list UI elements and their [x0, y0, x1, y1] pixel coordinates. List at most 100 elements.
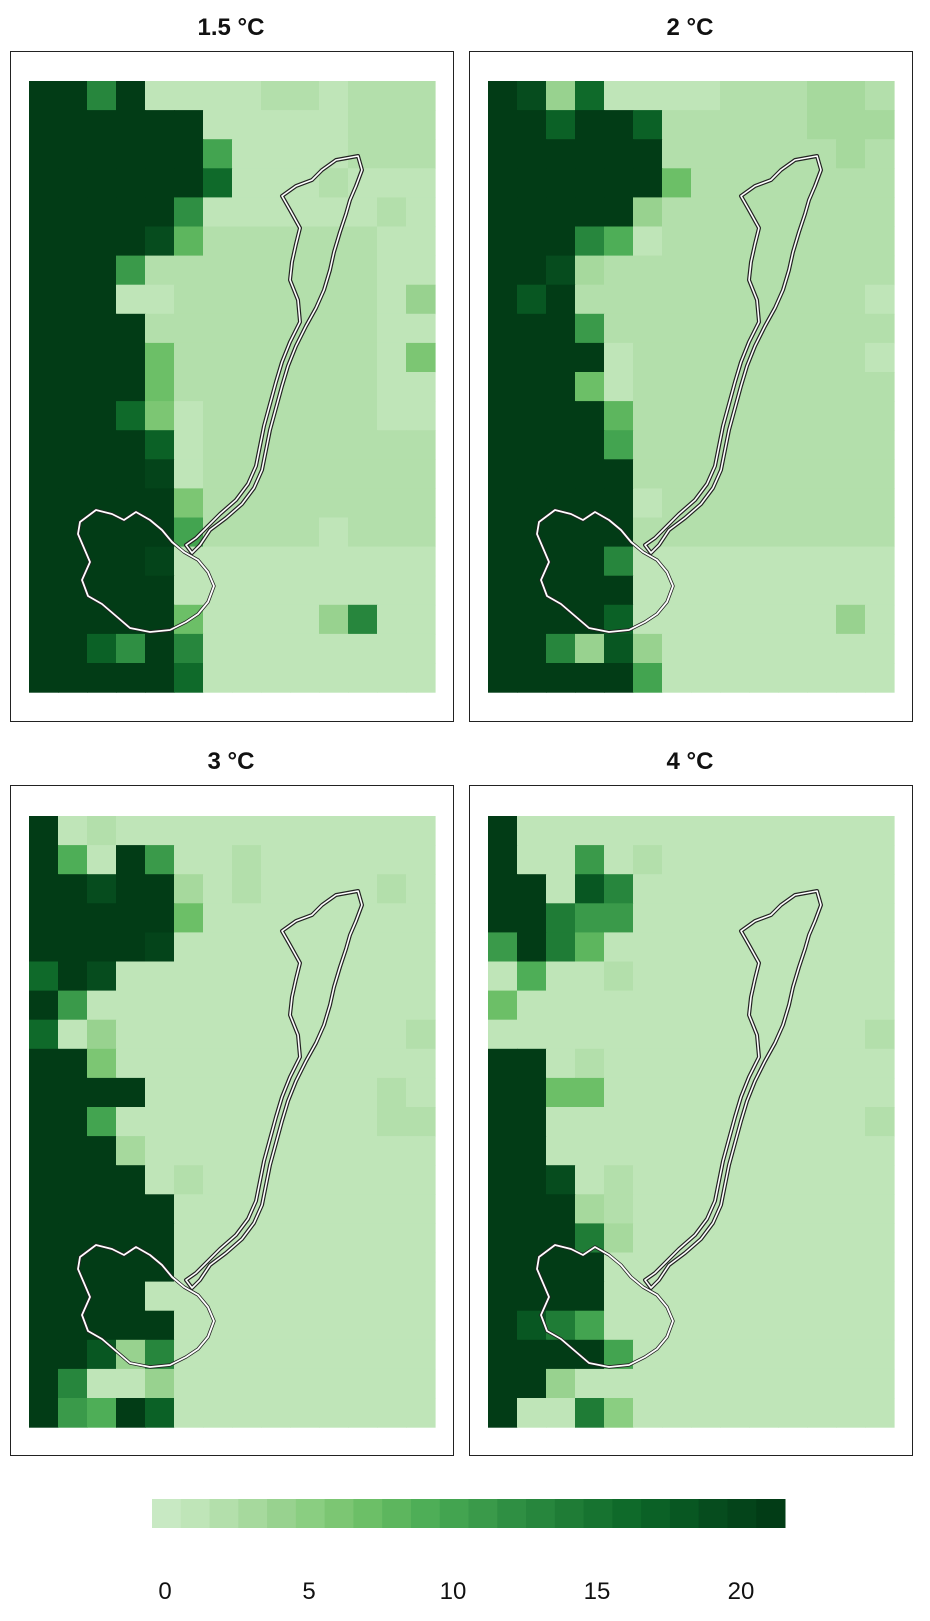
- heatmap-cell: [58, 903, 88, 933]
- heatmap-cell: [319, 459, 349, 489]
- heatmap-cell: [261, 110, 291, 140]
- heatmap-cell: [575, 342, 605, 373]
- heatmap-cell: [546, 168, 576, 198]
- heatmap-cell: [145, 663, 175, 693]
- heatmap-cell: [720, 255, 750, 286]
- heatmap-cell: [836, 845, 866, 875]
- heatmap-cell: [865, 1019, 895, 1050]
- heatmap-cell: [488, 1194, 518, 1224]
- heatmap-cell: [604, 932, 634, 963]
- heatmap-cell: [406, 1077, 436, 1108]
- heatmap-cell: [406, 488, 436, 519]
- heatmap-cell: [29, 488, 59, 519]
- heatmap-cell: [261, 1339, 291, 1370]
- heatmap-cell: [517, 1077, 547, 1108]
- colorbar-bin: [756, 1499, 786, 1528]
- heatmap-cell: [348, 226, 378, 257]
- heatmap-cell: [691, 633, 721, 664]
- heatmap-cell: [778, 1048, 808, 1079]
- heatmap-cell: [377, 990, 407, 1021]
- heatmap-cell: [377, 313, 407, 344]
- heatmap-cell: [29, 633, 59, 664]
- heatmap-cell: [720, 546, 750, 577]
- heatmap-cell: [575, 284, 605, 315]
- heatmap-cell: [87, 110, 117, 140]
- heatmap-cell: [807, 1019, 837, 1050]
- heatmap-cell: [633, 990, 663, 1021]
- heatmap-cell: [290, 1252, 320, 1283]
- panel-title-3: 3 °C: [207, 748, 255, 775]
- heatmap-cell: [203, 226, 233, 257]
- heatmap-cell: [261, 1019, 291, 1050]
- heatmap-cell: [174, 168, 204, 198]
- heatmap-cell: [749, 874, 779, 904]
- heatmap-cell: [517, 1048, 547, 1079]
- heatmap-cell: [488, 1281, 518, 1312]
- heatmap-cell: [807, 255, 837, 286]
- heatmap-cell: [377, 1368, 407, 1399]
- heatmap-cell: [29, 459, 59, 489]
- heatmap-cell: [174, 575, 204, 606]
- heatmap-cell: [749, 1281, 779, 1312]
- heatmap-cell: [517, 633, 547, 664]
- heatmap-cell: [145, 517, 175, 548]
- heatmap-cell: [203, 1223, 233, 1254]
- heatmap-cell: [377, 168, 407, 198]
- heatmap-cell: [807, 488, 837, 519]
- heatmap-cell: [116, 1368, 146, 1399]
- colorbar-bin: [669, 1499, 700, 1528]
- heatmap-cell: [575, 226, 605, 257]
- heatmap-cell: [517, 401, 547, 431]
- heatmap-cell: [546, 372, 576, 402]
- heatmap-cell: [517, 990, 547, 1021]
- heatmap-cell: [145, 284, 175, 315]
- heatmap-cell: [232, 1281, 262, 1312]
- heatmap-cell: [406, 372, 436, 402]
- heatmap-cell: [749, 575, 779, 606]
- heatmap-cell: [174, 932, 204, 963]
- heatmap-cell: [488, 226, 518, 257]
- heatmap-cell: [116, 1107, 146, 1137]
- heatmap-cell: [488, 1310, 518, 1341]
- heatmap-cell: [517, 81, 547, 111]
- heatmap-cell: [203, 197, 233, 228]
- heatmap-cell: [116, 1136, 146, 1166]
- heatmap-cell: [29, 168, 59, 198]
- heatmap-cell: [720, 990, 750, 1021]
- heatmap-cell: [377, 932, 407, 963]
- heatmap-cell: [836, 1368, 866, 1399]
- heatmap-cell: [232, 110, 262, 140]
- heatmap-cell: [377, 1019, 407, 1050]
- heatmap-cell: [319, 1281, 349, 1312]
- heatmap-cell: [377, 845, 407, 875]
- heatmap-cell: [807, 1136, 837, 1166]
- heatmap-cell: [488, 1339, 518, 1370]
- heatmap-cell: [633, 633, 663, 664]
- heatmap-cell: [290, 517, 320, 548]
- heatmap-cell: [232, 342, 262, 373]
- heatmap-cell: [488, 663, 518, 693]
- heatmap-cell: [58, 633, 88, 664]
- heatmap-cell: [517, 168, 547, 198]
- heatmap-cell: [546, 663, 576, 693]
- heatmap-cell: [145, 1048, 175, 1079]
- heatmap-cell: [836, 372, 866, 402]
- heatmap-cell: [58, 604, 88, 635]
- heatmap-cell: [633, 845, 663, 875]
- heatmap-cell: [290, 255, 320, 286]
- heatmap-cell: [604, 313, 634, 344]
- heatmap-cell: [488, 874, 518, 904]
- heatmap-cell: [203, 604, 233, 635]
- heatmap-cell: [377, 1107, 407, 1137]
- heatmap-cell: [749, 488, 779, 519]
- heatmap-cell: [488, 372, 518, 402]
- heatmap-cell: [633, 575, 663, 606]
- heatmap-cell: [348, 961, 378, 992]
- heatmap-cell: [865, 1136, 895, 1166]
- heatmap-cell: [546, 1048, 576, 1079]
- heatmap-cell: [604, 1223, 634, 1254]
- heatmap-cell: [865, 816, 895, 846]
- heatmap-cell: [174, 81, 204, 111]
- heatmap-cell: [488, 459, 518, 489]
- heatmap-cell: [406, 81, 436, 111]
